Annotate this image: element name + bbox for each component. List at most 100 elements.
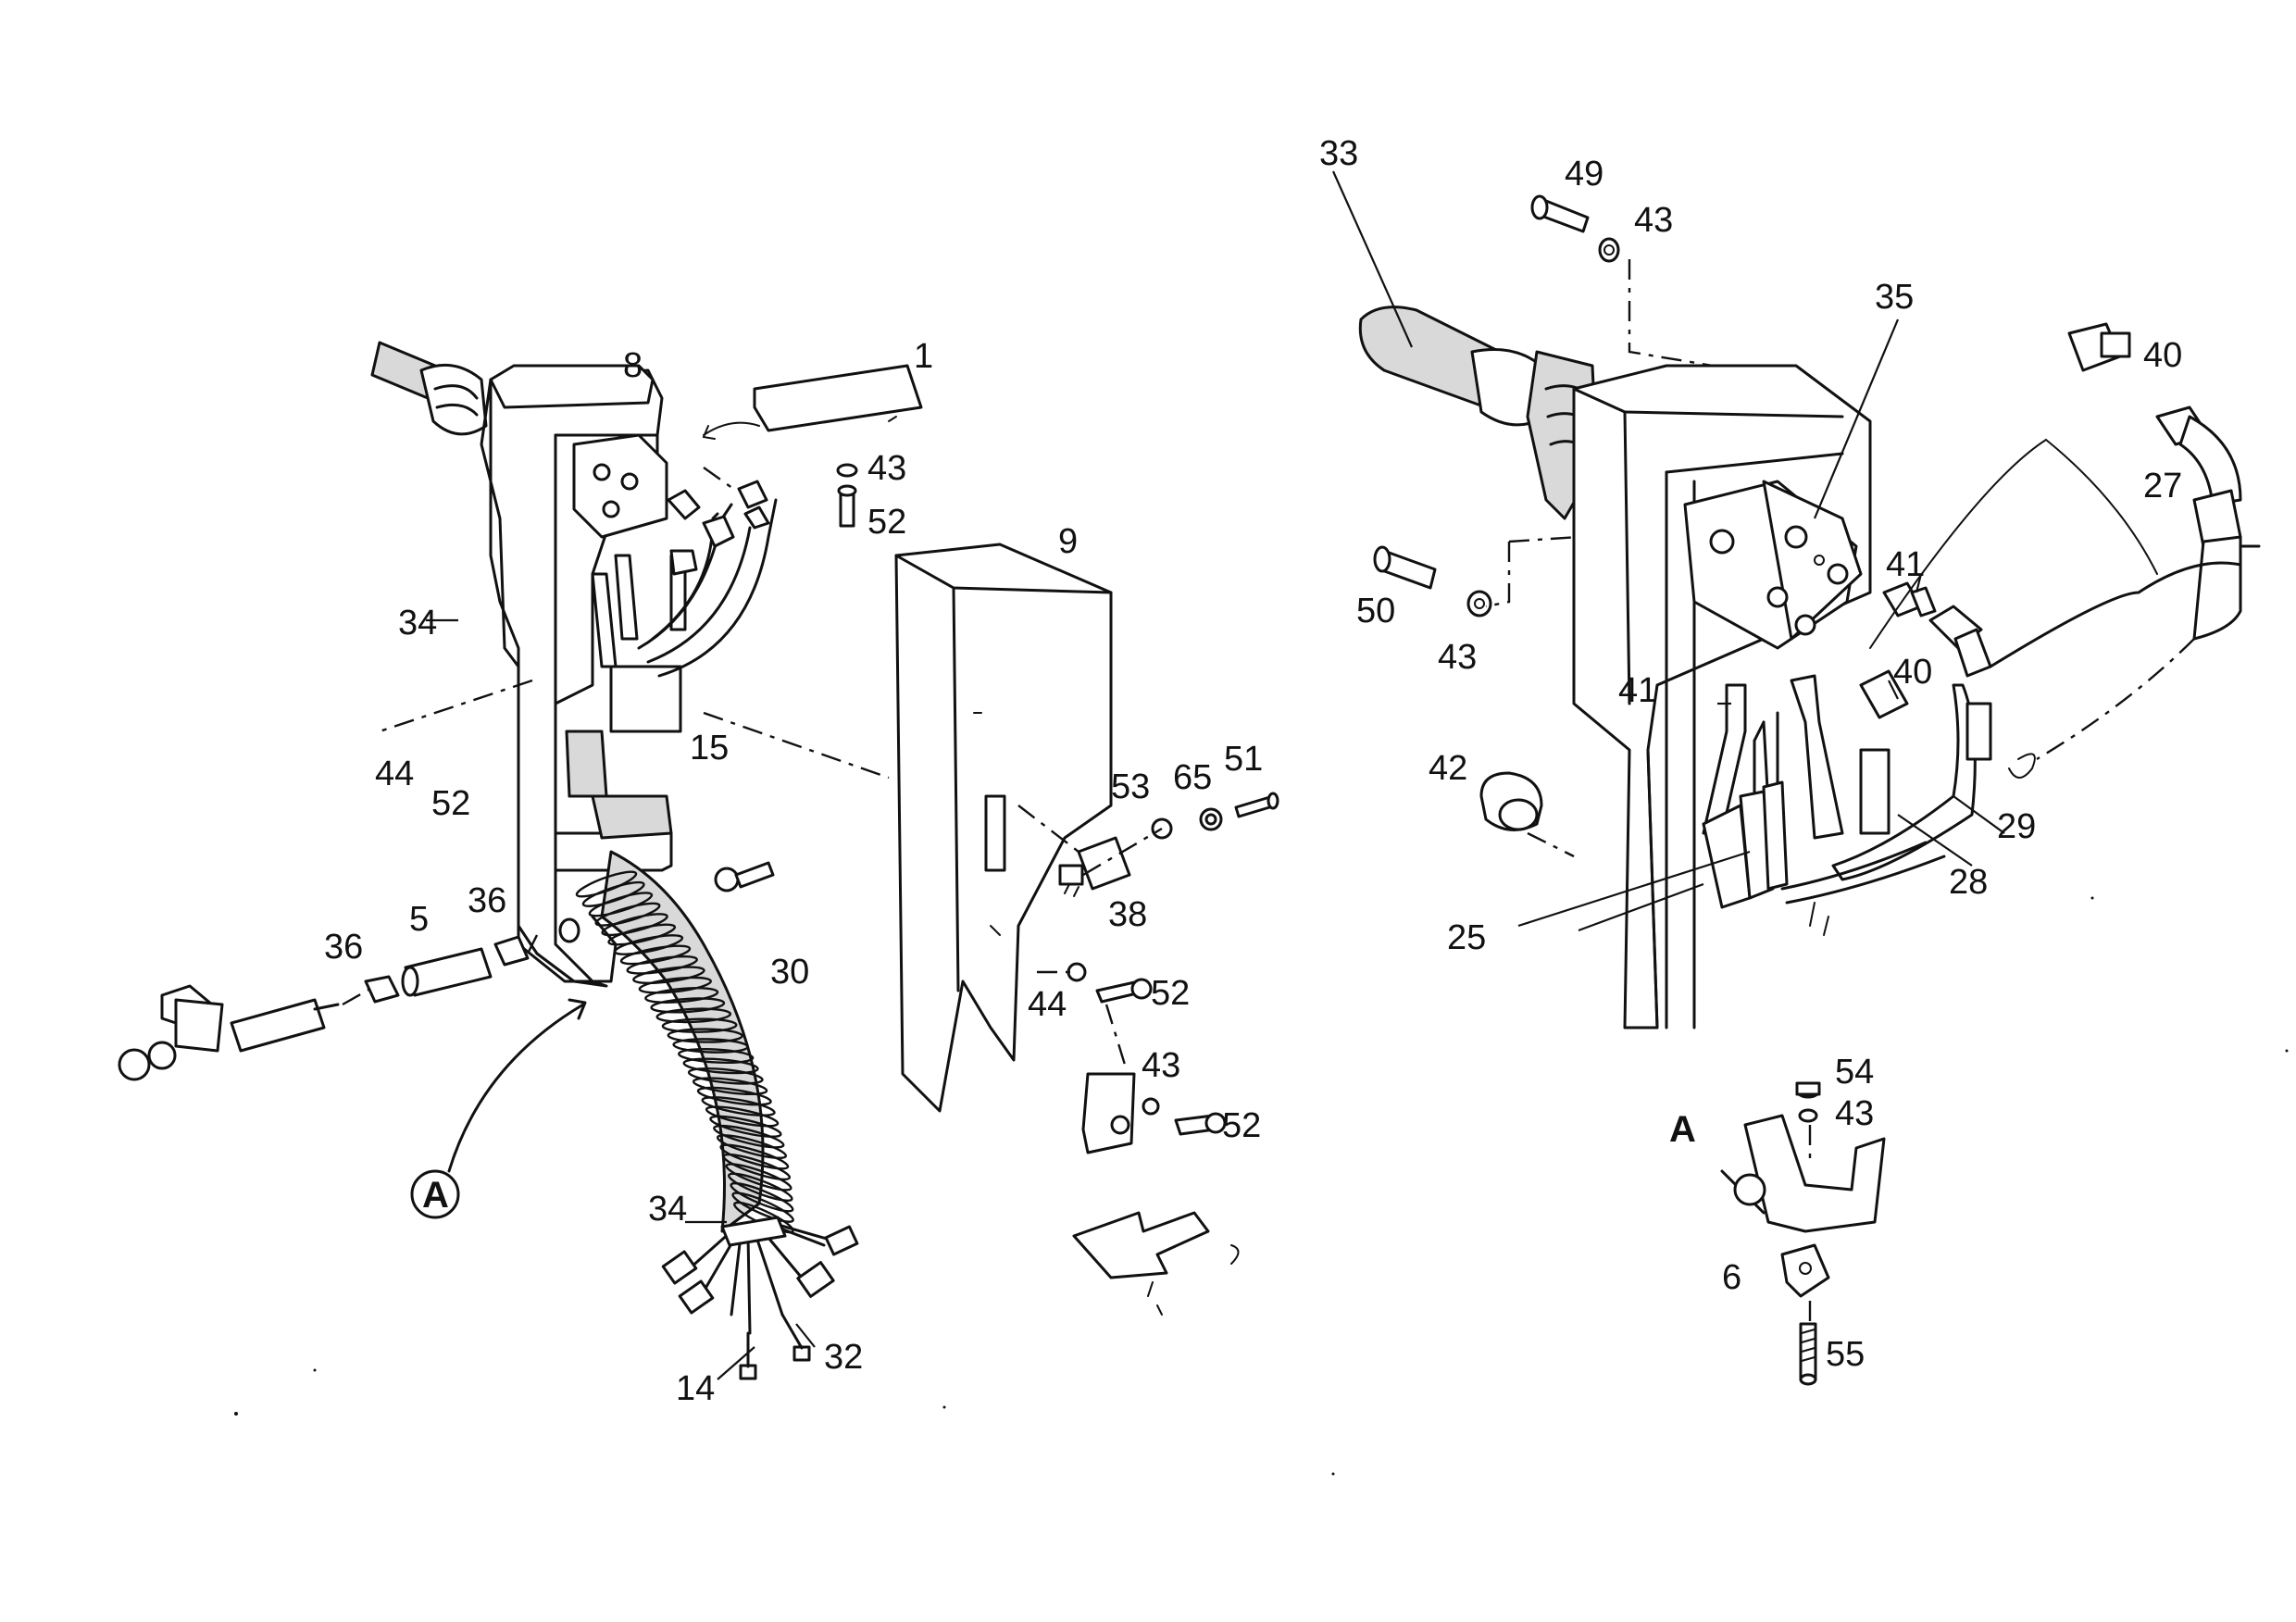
callout-44: 44	[375, 755, 414, 793]
callout-1: 1	[914, 337, 933, 376]
conduit-rib	[614, 934, 684, 955]
callout-38: 38	[1108, 895, 1147, 934]
callout-30: 30	[770, 953, 809, 992]
conduit-rib	[716, 1134, 788, 1160]
callout-49: 49	[1565, 155, 1603, 193]
conduit-rib	[619, 944, 692, 966]
long-hoses-28-29	[1869, 438, 2242, 779]
right-assembly	[1358, 194, 2261, 1386]
callout-34: 34	[648, 1190, 687, 1229]
bracket-43-52-lower	[1081, 1072, 1227, 1154]
left-joystick-handle	[370, 341, 488, 436]
conduit-rib	[728, 1172, 793, 1203]
conduit-rib	[730, 1181, 794, 1213]
conduit-rib	[594, 902, 661, 927]
conduit-rib	[709, 1115, 782, 1138]
conduit-rib	[626, 954, 698, 975]
callout-36: 36	[324, 928, 363, 967]
cover-plate-1	[702, 364, 923, 440]
callout-43: 43	[1835, 1094, 1874, 1133]
scan-specks	[234, 896, 2289, 1476]
callout-54: 54	[1835, 1053, 1874, 1092]
bolt-49-washer-43	[1530, 194, 1620, 263]
callout-40: 40	[1893, 653, 1932, 692]
fastener-43-52-top	[836, 463, 858, 528]
left-console-pillar	[480, 364, 682, 988]
left-wire-bundle	[661, 1216, 859, 1380]
plug-42	[1479, 771, 1543, 831]
conduit-rib	[601, 913, 668, 937]
callout-44: 44	[1028, 985, 1067, 1024]
callout-5: 5	[409, 900, 429, 939]
callout-15: 15	[690, 729, 729, 767]
callout-51: 51	[1224, 740, 1263, 779]
callout-53: 53	[1111, 767, 1150, 806]
conduit-rib	[722, 1153, 792, 1181]
callout-a: A	[1669, 1109, 1696, 1150]
conduit-rib	[713, 1124, 785, 1149]
callout-42: 42	[1429, 749, 1467, 788]
callout-50: 50	[1356, 592, 1395, 630]
conduit-rib	[667, 1028, 743, 1043]
callout-41: 41	[1886, 545, 1925, 584]
valve-block-35	[1683, 480, 1863, 650]
bottom-bracket-piece	[1072, 1211, 1240, 1316]
conduit-rib	[719, 1143, 790, 1170]
screw-44-52-mid	[1067, 962, 1153, 1004]
right-assembly-leaders	[1485, 259, 1812, 1322]
conduit-rib	[581, 880, 645, 907]
left-assembly	[118, 341, 1279, 1380]
callout-33: 33	[1319, 134, 1358, 173]
callout-65: 65	[1173, 758, 1212, 797]
cover-panel-9	[894, 543, 1113, 1113]
conduit-rib	[655, 1007, 732, 1024]
conduit-rib	[725, 1163, 792, 1192]
callout-40: 40	[2143, 336, 2182, 375]
switch-38	[1058, 836, 1131, 897]
bolt-50-washer-43	[1373, 545, 1492, 618]
detail-a-marker-left	[410, 998, 587, 1219]
callout-29: 29	[1997, 807, 2036, 846]
shaft-assembly-36-5	[118, 861, 775, 1081]
callout-9: 9	[1058, 522, 1078, 561]
washer-nut-53-65-51	[1151, 792, 1279, 840]
callout-43: 43	[1142, 1046, 1180, 1085]
conduit-rib	[632, 966, 705, 985]
conduit-rib	[731, 1192, 794, 1223]
left-assembly-leaders	[342, 467, 1163, 1066]
callout-52: 52	[1222, 1106, 1261, 1145]
callout-6: 6	[1722, 1258, 1741, 1297]
conduit-rib	[687, 1067, 764, 1085]
callout-52: 52	[867, 503, 906, 542]
conduit-rib	[682, 1057, 759, 1075]
callout-55: 55	[1826, 1335, 1865, 1374]
conduit-rib	[650, 997, 726, 1014]
callout-43: 43	[1634, 201, 1673, 240]
conduit-rib	[696, 1086, 772, 1106]
conduit-rib	[678, 1047, 755, 1065]
callout-a: A	[422, 1175, 449, 1216]
conduit-rib	[692, 1077, 768, 1095]
conduit-rib	[672, 1038, 749, 1054]
callout-36: 36	[468, 881, 506, 920]
conduit-rib	[607, 923, 677, 946]
callout-25: 25	[1447, 918, 1486, 957]
conduit-rib	[644, 987, 719, 1004]
callout-27: 27	[2143, 467, 2182, 505]
detail-a-bracket	[1720, 1081, 1886, 1386]
callout-34: 34	[398, 604, 437, 643]
conduit-rib	[701, 1096, 776, 1117]
left-valve-hoses	[591, 480, 778, 678]
conduit-rib	[588, 892, 654, 917]
callouts-left: 1 8 43 52 9 34 15 44 52 53 65 51 38 36 5…	[324, 337, 1263, 1408]
callout-28: 28	[1949, 863, 1988, 902]
callout-43: 43	[1438, 638, 1477, 677]
callout-52: 52	[1151, 974, 1190, 1013]
conduit-rib	[661, 1017, 738, 1033]
callout-14: 14	[676, 1369, 715, 1408]
conduit-rib	[638, 976, 712, 994]
callout-43: 43	[867, 449, 906, 488]
callout-41: 41	[1618, 671, 1657, 710]
